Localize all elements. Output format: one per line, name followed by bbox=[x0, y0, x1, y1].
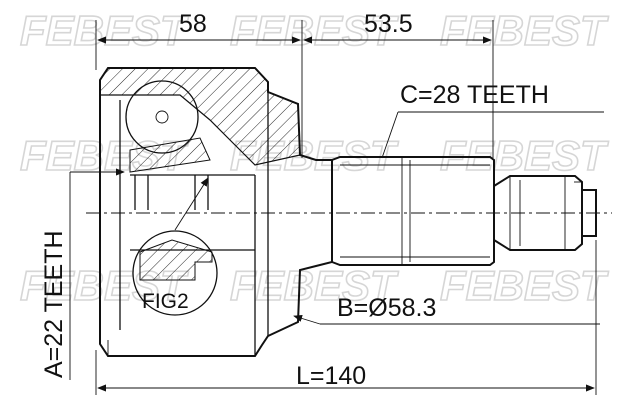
dim-length: L=140 bbox=[296, 362, 366, 390]
watermark: FEBEST FEBEST FEBEST FEBEST FEBEST FEBES… bbox=[19, 6, 610, 310]
diameter-b-label: B=Ø58.3 bbox=[337, 294, 436, 322]
watermark-logo: FEBEST bbox=[440, 132, 609, 179]
callout-c: C=28 TEETH bbox=[381, 81, 604, 159]
watermark-logo: FEBEST bbox=[440, 262, 609, 309]
splined-shaft bbox=[331, 156, 597, 266]
watermark-logo: FEBEST bbox=[230, 7, 399, 54]
fig2-label: FIG2 bbox=[142, 290, 189, 313]
watermark-logo: FEBEST bbox=[440, 7, 609, 54]
watermark-logo: FEBEST bbox=[230, 262, 399, 309]
spline-a-label: A=22 TEETH bbox=[40, 230, 68, 378]
fig2-detail: FIG2 bbox=[132, 177, 218, 316]
callout-b: B=Ø58.3 bbox=[293, 294, 600, 325]
outer-race-housing bbox=[99, 67, 333, 357]
dim-58: 58 bbox=[179, 10, 207, 38]
watermark-logo: FEBEST bbox=[20, 7, 189, 54]
dimension-lines bbox=[69, 20, 597, 395]
dim-53-5: 53.5 bbox=[364, 10, 413, 38]
spline-c-label: C=28 TEETH bbox=[400, 81, 549, 109]
